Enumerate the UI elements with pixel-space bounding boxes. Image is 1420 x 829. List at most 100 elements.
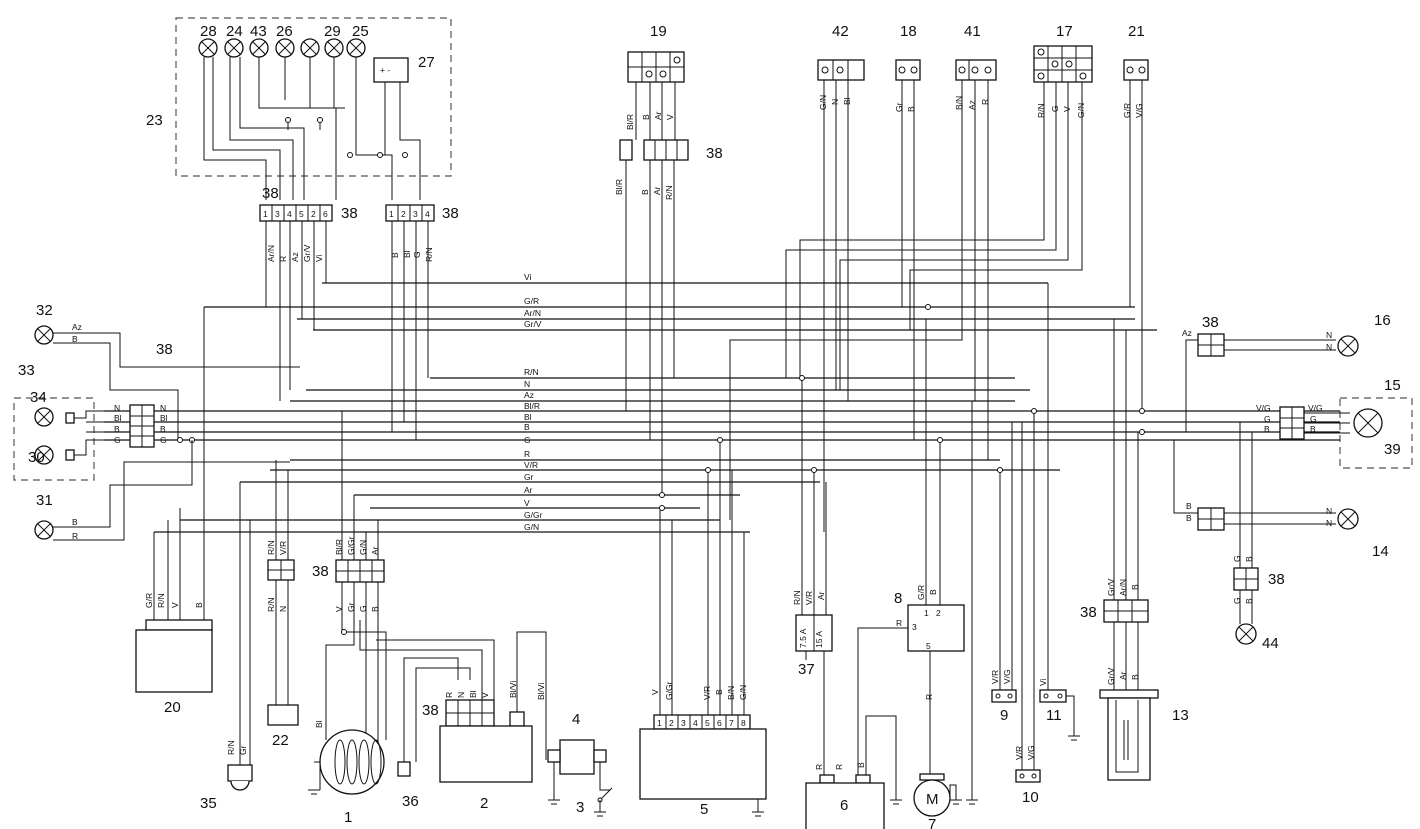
wire-label: R/N bbox=[792, 590, 802, 605]
bus-label: G/R bbox=[524, 296, 539, 306]
wire-label: Vi bbox=[1038, 678, 1048, 686]
fuse-label: 7.5 A bbox=[798, 628, 808, 648]
wire-label: R/N bbox=[1036, 103, 1046, 118]
pin-label: 3 bbox=[275, 209, 280, 219]
part-number: 38 bbox=[1268, 571, 1285, 588]
wire-label: N bbox=[114, 403, 120, 413]
lamp-icon bbox=[34, 445, 54, 465]
wire-label: Bl bbox=[402, 250, 412, 258]
wire-label: Gr bbox=[238, 745, 248, 755]
bus-label: Ar/N bbox=[524, 308, 541, 318]
wire-label: B bbox=[160, 424, 166, 434]
pin-dividers bbox=[665, 715, 739, 729]
pin-label: 5 bbox=[926, 641, 931, 651]
wire-label: R bbox=[444, 692, 454, 698]
frame-33 bbox=[13, 397, 95, 481]
part-number: 33 bbox=[18, 362, 35, 379]
pin-label: 4 bbox=[693, 718, 698, 728]
wire-label: B bbox=[390, 252, 400, 258]
wire-label: G/R bbox=[1122, 103, 1132, 118]
part-numbers: 1 2 3 4 5 6 7 8 9 10 11 13 14 15 16 17 1… bbox=[18, 23, 1401, 829]
pin-label: 8 bbox=[741, 718, 746, 728]
bus-label: G bbox=[524, 435, 531, 445]
wire-label: Bl/Vi bbox=[536, 683, 546, 700]
wire-label: N bbox=[1326, 330, 1332, 340]
pin-label: 4 bbox=[287, 209, 292, 219]
wire-label: Ar bbox=[653, 111, 663, 120]
part-number: 25 bbox=[352, 23, 369, 40]
wire-label: G/N bbox=[738, 685, 748, 700]
part-number: 5 bbox=[700, 801, 708, 818]
component-1: Bl/R G/Gr G/N Ar 38 V Gr G B Bl bbox=[308, 411, 387, 795]
part-number: 31 bbox=[36, 492, 53, 509]
wire-label: V/R bbox=[702, 686, 712, 700]
part-number: 39 bbox=[1384, 441, 1401, 458]
wire-label: Az bbox=[72, 322, 82, 332]
wire-label: V/R bbox=[1014, 746, 1024, 760]
part-number: 20 bbox=[164, 699, 181, 716]
part-number: 6 bbox=[840, 797, 848, 814]
lamp-icon bbox=[249, 38, 269, 58]
wire-label: G bbox=[358, 605, 368, 612]
pin-label: 3 bbox=[681, 718, 686, 728]
wire-label: Bl/R bbox=[334, 539, 344, 555]
ground-icon bbox=[1068, 735, 1080, 741]
ground-icon bbox=[966, 799, 978, 805]
wire-label: G bbox=[1264, 414, 1271, 424]
wire-label: Bl bbox=[842, 97, 852, 105]
motor-symbol: M bbox=[926, 791, 939, 808]
part-number: 38 bbox=[706, 145, 723, 162]
part-number: 2 bbox=[480, 795, 488, 812]
wire-label: R bbox=[72, 531, 78, 541]
module-27 bbox=[373, 57, 409, 83]
wire-label: V/R bbox=[278, 541, 288, 555]
pin-label: 1 bbox=[657, 718, 662, 728]
wire-label: B bbox=[194, 602, 204, 608]
wire-label: B bbox=[114, 424, 120, 434]
instrument-panel-frame bbox=[175, 17, 452, 177]
wire-label: B bbox=[641, 114, 651, 120]
connector-38b: 1 2 3 4 38 B Bl G R/N bbox=[385, 204, 459, 440]
part-number: 32 bbox=[36, 302, 53, 319]
wire-label: Bl/Vi bbox=[508, 681, 518, 698]
bus-label: Az bbox=[524, 390, 534, 400]
bus-label: V bbox=[524, 498, 530, 508]
part-number: 19 bbox=[650, 23, 667, 40]
pin-label: 2 bbox=[669, 718, 674, 728]
wire-label: V/R bbox=[990, 670, 1000, 684]
part-number: 38 bbox=[422, 702, 439, 719]
wire-label: Ar bbox=[652, 186, 662, 195]
wire-label: Bl bbox=[160, 413, 168, 423]
part-number: 43 bbox=[250, 23, 267, 40]
wire-label: G bbox=[160, 435, 167, 445]
wire-label: B bbox=[928, 589, 938, 595]
switch-19: Bl/R B Ar V 38 Bl/R B Ar R/N bbox=[614, 51, 723, 495]
connector-38a: 1 3 4 5 2 6 38 Ar/N R Az Gr/V Vi bbox=[259, 204, 358, 401]
wire-label: R bbox=[814, 764, 824, 770]
pin-label: 5 bbox=[299, 209, 304, 219]
wire-label: B bbox=[1264, 424, 1270, 434]
pin-label: 6 bbox=[717, 718, 722, 728]
pin-label: 1 bbox=[389, 209, 394, 219]
fuse-label: 15 A bbox=[814, 631, 824, 648]
wire-label: B bbox=[370, 606, 380, 612]
wire-label: G/N bbox=[358, 540, 368, 555]
wire-label: Ar/N bbox=[266, 245, 276, 262]
wire-label: R/N bbox=[266, 597, 276, 612]
part-number: 17 bbox=[1056, 23, 1073, 40]
wire-label: V/G bbox=[1002, 669, 1012, 684]
wire-label: N bbox=[160, 403, 166, 413]
part-number: 42 bbox=[832, 23, 849, 40]
wire-label: Bl bbox=[468, 690, 478, 698]
part-number: 14 bbox=[1372, 543, 1389, 560]
bus-label: B bbox=[524, 422, 530, 432]
bus-label: G/N bbox=[524, 522, 539, 532]
wire-label: R/N bbox=[664, 185, 674, 200]
component-37: R/N V/R Ar 7.5 A 15 A bbox=[792, 375, 833, 790]
wire-label: Ar bbox=[1118, 671, 1128, 680]
ground-icon bbox=[950, 799, 962, 805]
wire-label: N bbox=[1326, 506, 1332, 516]
wire-label: Ar bbox=[816, 591, 826, 600]
lamp-icon bbox=[198, 38, 218, 58]
